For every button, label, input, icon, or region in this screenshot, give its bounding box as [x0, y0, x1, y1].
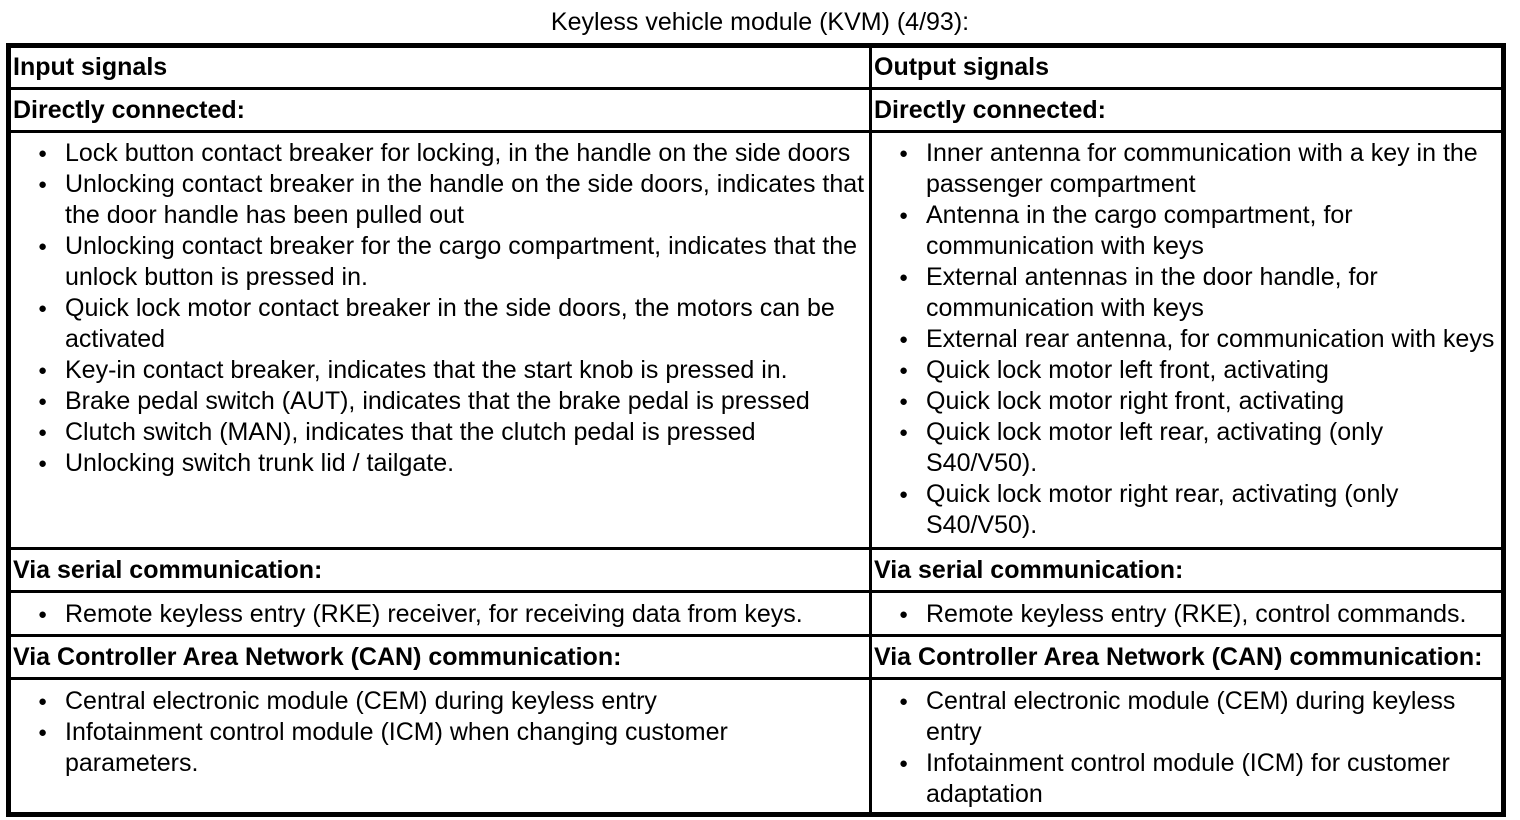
- list-item-text: Quick lock motor left rear, activating (…: [926, 418, 1384, 477]
- list-item: ● Quick lock motor right front, activatin…: [899, 386, 1498, 417]
- bullet-icon: ●: [38, 393, 48, 410]
- list-item-text: Quick lock motor left front, activating: [926, 356, 1329, 384]
- section-heading-row-directly-connected: Directly connected: Directly connected:: [11, 87, 1501, 130]
- bullet-list: ● Remote keyless entry (RKE) receiver, fo…: [11, 593, 865, 634]
- list-item-text: Quick lock motor contact breaker in the …: [65, 294, 835, 353]
- list-item-text: Antenna in the cargo compartment, for co…: [926, 201, 1353, 260]
- list-item-text: Infotainment control module (ICM) when c…: [65, 718, 728, 777]
- section-heading-input-serial: Via serial communication:: [13, 556, 323, 584]
- list-item-text: Brake pedal switch (AUT), indicates that…: [65, 387, 810, 415]
- list-item-text: Unlocking contact breaker in the handle …: [65, 170, 865, 229]
- list-item-text: Infotainment control module (ICM) for cu…: [926, 749, 1450, 808]
- list-item: ● Infotainment control module (ICM) when …: [38, 717, 865, 779]
- list-item: ● Quick lock motor left rear, activating …: [899, 417, 1498, 479]
- bullet-list: ● Inner antenna for communication with a …: [872, 133, 1498, 547]
- bullet-list: ● Lock button contact breaker for locking…: [11, 133, 865, 485]
- bullet-icon: ●: [899, 606, 909, 623]
- input-directly-connected-list-cell: ● Lock button contact breaker for locking…: [11, 133, 869, 547]
- bullet-icon: ●: [38, 693, 48, 710]
- list-item-text: External antennas in the door handle, fo…: [926, 263, 1378, 322]
- bullet-icon: ●: [899, 145, 909, 162]
- section-items-row-directly-connected: ● Lock button contact breaker for locking…: [11, 130, 1501, 547]
- section-heading-output-serial: Via serial communication:: [869, 550, 1501, 590]
- bullet-icon: ●: [899, 693, 909, 710]
- list-item: ● Infotainment control module (ICM) for c…: [899, 748, 1498, 810]
- list-item: ● Unlocking contact breaker for the cargo…: [38, 231, 865, 293]
- list-item: ● External antennas in the door handle, f…: [899, 262, 1498, 324]
- section-heading-output-can: Via Controller Area Network (CAN) commun…: [869, 637, 1501, 677]
- bullet-icon: ●: [899, 755, 909, 772]
- list-item-text: Lock button contact breaker for locking,…: [65, 139, 851, 167]
- list-item-text: External rear antenna, for communication…: [926, 325, 1495, 353]
- list-item-text: Remote keyless entry (RKE) receiver, for…: [65, 600, 803, 628]
- output-serial-list-cell: ● Remote keyless entry (RKE), control com…: [869, 593, 1501, 634]
- bullet-list: ● Remote keyless entry (RKE), control com…: [872, 593, 1498, 634]
- bullet-icon: ●: [899, 331, 909, 348]
- section-items-row-can: ● Central electronic module (CEM) during …: [11, 677, 1501, 812]
- list-item: ● Central electronic module (CEM) during …: [38, 686, 865, 717]
- list-item: ● Unlocking switch trunk lid / tailgate.: [38, 448, 865, 479]
- list-item: ● Key-in contact breaker, indicates that …: [38, 355, 865, 386]
- list-item-text: Quick lock motor right front, activating: [926, 387, 1345, 415]
- section-heading-input-can: Via Controller Area Network (CAN) commun…: [13, 643, 622, 671]
- list-item: ● Inner antenna for communication with a …: [899, 138, 1498, 200]
- bullet-icon: ●: [38, 145, 48, 162]
- bullet-icon: ●: [38, 606, 48, 623]
- input-serial-list-cell: ● Remote keyless entry (RKE) receiver, fo…: [11, 593, 869, 634]
- output-directly-connected-list-cell: ● Inner antenna for communication with a …: [869, 133, 1501, 547]
- list-item: ● Quick lock motor contact breaker in the…: [38, 293, 865, 355]
- bullet-icon: ●: [38, 362, 48, 379]
- bullet-icon: ●: [899, 486, 909, 503]
- list-item: ● Remote keyless entry (RKE) receiver, fo…: [38, 599, 865, 630]
- list-item: ● Quick lock motor left front, activating: [899, 355, 1498, 386]
- input-can-list-cell: ● Central electronic module (CEM) during …: [11, 680, 869, 812]
- bullet-icon: ●: [38, 724, 48, 741]
- bullet-icon: ●: [38, 455, 48, 472]
- section-items-row-serial: ● Remote keyless entry (RKE) receiver, fo…: [11, 590, 1501, 634]
- table-header-row: Input signals Output signals: [11, 48, 1501, 87]
- bullet-icon: ●: [899, 362, 909, 379]
- bullet-list: ● Central electronic module (CEM) during …: [872, 680, 1498, 812]
- column-header-output-signals: Output signals: [869, 48, 1501, 87]
- list-item-text: Clutch switch (MAN), indicates that the …: [65, 418, 756, 446]
- list-item-text: Unlocking contact breaker for the cargo …: [65, 232, 858, 291]
- list-item-text: Central electronic module (CEM) during k…: [926, 687, 1456, 746]
- bullet-icon: ●: [38, 424, 48, 441]
- section-heading-input-directly-connected: Directly connected:: [13, 96, 246, 124]
- output-can-list-cell: ● Central electronic module (CEM) during …: [869, 680, 1501, 812]
- list-item: ● Clutch switch (MAN), indicates that the…: [38, 417, 865, 448]
- column-header-input-signals: Input signals: [13, 53, 168, 81]
- bullet-list: ● Central electronic module (CEM) during …: [11, 680, 865, 781]
- list-item: ● Unlocking contact breaker in the handle…: [38, 169, 865, 231]
- bullet-icon: ●: [38, 300, 48, 317]
- list-item-text: Key-in contact breaker, indicates that t…: [65, 356, 788, 384]
- list-item-text: Inner antenna for communication with a k…: [926, 139, 1478, 198]
- list-item-text: Unlocking switch trunk lid / tailgate.: [65, 449, 455, 477]
- list-item: ● Brake pedal switch (AUT), indicates tha…: [38, 386, 865, 417]
- list-item: ● Central electronic module (CEM) during …: [899, 686, 1498, 748]
- bullet-icon: ●: [899, 207, 909, 224]
- list-item-text: Remote keyless entry (RKE), control comm…: [926, 600, 1467, 628]
- page-title: Keyless vehicle module (KVM) (4/93):: [550, 8, 970, 36]
- list-item-text: Central electronic module (CEM) during k…: [65, 687, 657, 715]
- list-item-text: Quick lock motor right rear, activating …: [926, 480, 1399, 539]
- bullet-icon: ●: [38, 176, 48, 193]
- list-item: ● Antenna in the cargo compartment, for c…: [899, 200, 1498, 262]
- bullet-icon: ●: [899, 393, 909, 410]
- section-heading-output-directly-connected: Directly connected:: [869, 90, 1501, 130]
- bullet-icon: ●: [899, 424, 909, 441]
- list-item: ● Remote keyless entry (RKE), control com…: [899, 599, 1498, 630]
- list-item: ● Quick lock motor right rear, activating…: [899, 479, 1498, 541]
- bullet-icon: ●: [899, 269, 909, 286]
- section-heading-row-can: Via Controller Area Network (CAN) commun…: [11, 634, 1501, 677]
- section-heading-row-serial: Via serial communication: Via serial com…: [11, 547, 1501, 590]
- list-item: ● Lock button contact breaker for locking…: [38, 138, 865, 169]
- bullet-icon: ●: [38, 238, 48, 255]
- list-item: ● External rear antenna, for communicatio…: [899, 324, 1498, 355]
- kvm-signals-table: Input signals Output signals Directly co…: [6, 43, 1506, 817]
